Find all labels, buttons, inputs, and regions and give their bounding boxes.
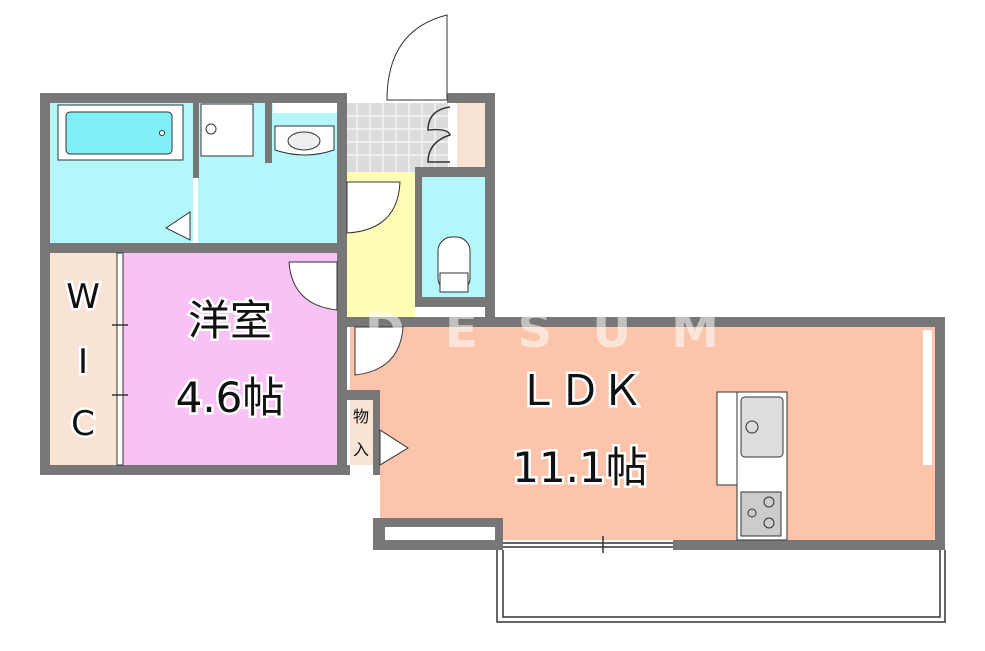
walls [40, 93, 945, 550]
entrance-door[interactable] [386, 14, 448, 101]
window-right [923, 330, 932, 465]
sliding-window-balcony [503, 536, 673, 553]
ldk-room [350, 327, 935, 540]
storage-label-2: 入 [353, 440, 369, 459]
ldk-door[interactable] [354, 326, 404, 376]
wic-letter-w: W [66, 277, 100, 317]
bathtub [57, 104, 184, 161]
kitchen-counter [716, 391, 788, 541]
wic-sliding-door[interactable] [112, 252, 128, 466]
window-bottom-left [385, 527, 495, 540]
western-room-door[interactable] [288, 261, 338, 311]
entrance-tiles [347, 103, 448, 172]
storage-door[interactable] [379, 429, 409, 466]
balcony [496, 550, 946, 623]
wash-basin [274, 125, 335, 156]
western-room-size: 4.6帖 [176, 373, 285, 422]
washing-machine [200, 103, 254, 157]
shoe-closet-doors[interactable] [427, 106, 451, 163]
storage-room [350, 400, 373, 465]
window-washroom [273, 103, 337, 113]
washroom-door[interactable] [346, 181, 401, 234]
toilet [437, 236, 471, 293]
wic-letter-i: I [78, 342, 88, 382]
ldk-size: 11.1帖 [512, 443, 648, 492]
western-room-name: 洋室 [188, 296, 272, 345]
watermark: DESUM [365, 303, 759, 359]
shoe-closet [457, 103, 485, 167]
wic-letter-c: C [71, 404, 95, 444]
wic-room [50, 253, 117, 465]
ldk-name: ＬＤＫ [517, 366, 643, 415]
storage-label-1: 物 [353, 407, 369, 426]
bath-sliding-door[interactable] [165, 211, 191, 241]
